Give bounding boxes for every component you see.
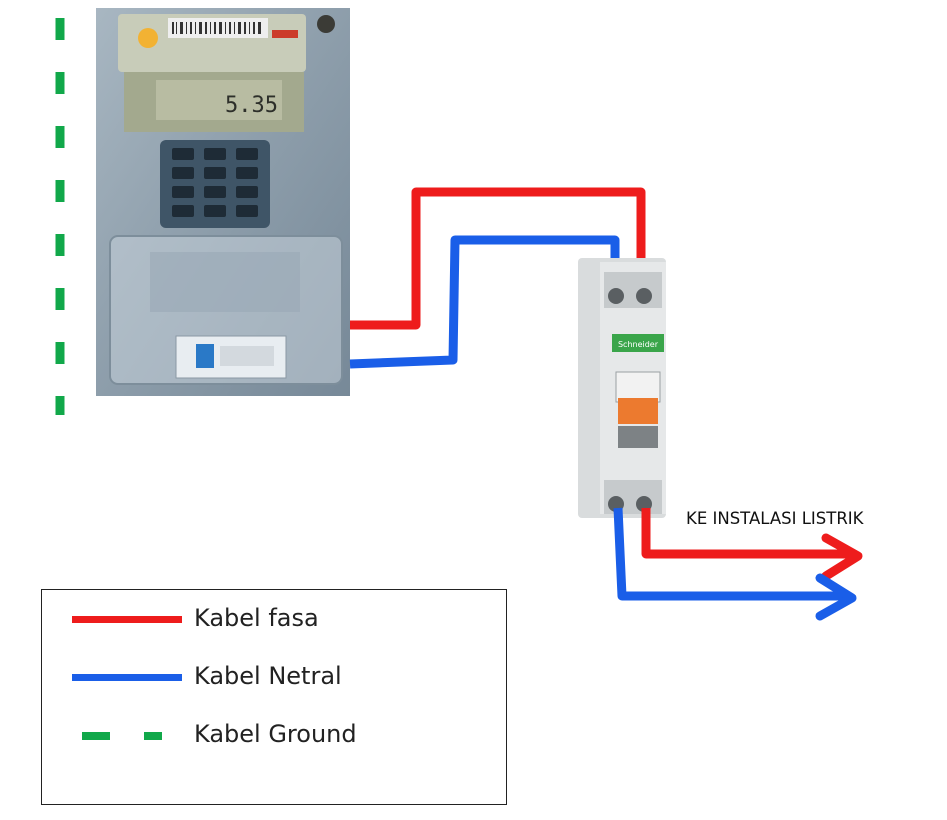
- legend-label-neutral: Kabel Netral: [194, 662, 342, 690]
- terminal-screw-icon: [608, 288, 624, 304]
- terminal-screw-icon: [636, 288, 652, 304]
- kwh-meter: 5.35: [96, 8, 350, 396]
- neutral-arrow-icon: [815, 573, 857, 621]
- phase-wire-input: [350, 187, 646, 330]
- barcode-icon: [172, 22, 261, 34]
- phase-wire-output: [641, 508, 850, 559]
- meter-keypad: [172, 148, 258, 217]
- phase-arrow-icon: [821, 533, 863, 581]
- legend-label-ground: Kabel Ground: [194, 720, 357, 748]
- meter-mcb-toggle: [196, 344, 214, 368]
- legend-swatch-neutral: [72, 674, 182, 681]
- circuit-breaker: Schneider: [578, 258, 666, 518]
- breaker-toggle: [618, 398, 658, 424]
- legend-item-neutral: Kabel Netral: [42, 658, 506, 698]
- neutral-wire-output: [613, 507, 845, 601]
- breaker-brand: Schneider: [618, 340, 659, 349]
- legend-item-ground: Kabel Ground: [42, 716, 506, 756]
- destination-label: KE INSTALASI LISTRIK: [686, 509, 864, 528]
- legend-swatch-phase: [72, 616, 182, 623]
- screw-icon: [317, 15, 335, 33]
- logo-icon: [138, 28, 158, 48]
- neutral-wire-input: [349, 235, 620, 369]
- legend-swatch-ground: [82, 732, 172, 740]
- legend: Kabel fasa Kabel Netral Kabel Ground: [41, 589, 507, 805]
- legend-label-phase: Kabel fasa: [194, 604, 319, 632]
- legend-item-phase: Kabel fasa: [42, 600, 506, 640]
- meter-display-reading: 5.35: [225, 93, 278, 118]
